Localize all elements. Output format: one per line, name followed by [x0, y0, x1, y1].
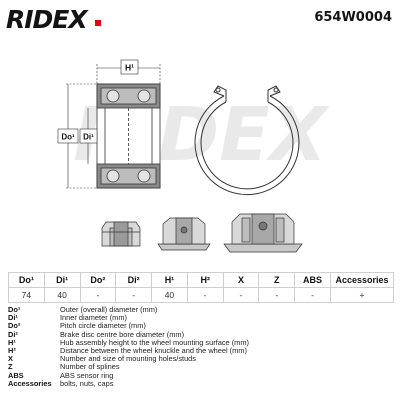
- legend-code: H²: [8, 346, 16, 356]
- legend-item: H¹ Hub assembly height to the wheel mount…: [8, 337, 388, 347]
- value-z: -: [258, 287, 296, 303]
- legend-item: Do² Pitch circle diameter (mm): [8, 322, 388, 330]
- legend-code: Di²: [8, 329, 18, 339]
- legend-code: Di¹: [8, 313, 18, 323]
- header-x: X: [222, 272, 260, 288]
- legend-code: X: [8, 354, 13, 364]
- value-x: -: [222, 287, 260, 303]
- legend-desc: Outer (overall) diameter (mm): [60, 305, 158, 314]
- header-do1: Do¹: [8, 272, 45, 288]
- brand-logo: RIDEX: [6, 5, 102, 34]
- outer-diameter-label-box: [57, 128, 79, 144]
- header-h1: H¹: [151, 272, 188, 288]
- part-number: 654W0004: [314, 10, 392, 25]
- legend-item: X Number and size of mounting holes/studs: [8, 355, 388, 363]
- legend-item: Di¹ Inner diameter (mm): [8, 313, 388, 323]
- inner-diameter-label-box: [79, 128, 98, 144]
- brand-name: RIDEX: [6, 5, 88, 34]
- value-do2: -: [79, 287, 117, 303]
- nut-flanged-medium: [157, 217, 211, 251]
- header-do2: Do²: [79, 272, 117, 288]
- legend-desc: Number and size of mounting holes/studs: [60, 354, 196, 364]
- legend-desc: Inner diameter (mm): [60, 313, 127, 323]
- value-do1: 74: [8, 287, 45, 303]
- legend-desc: Hub assembly height to the wheel mountin…: [60, 337, 249, 347]
- specs-table: Do¹ Di¹ Do² Di² H¹ H² X Z ABS Accessorie…: [8, 272, 394, 303]
- legend-code: Do²: [8, 321, 21, 331]
- legend: Do¹ Outer (overall) diameter (mm) Di¹ Inne…: [8, 305, 388, 388]
- specs-value-row: 74 40 - - 40 - - - - +: [8, 287, 394, 303]
- legend-item: Z Number of splines: [8, 363, 388, 371]
- header-di1: Di¹: [43, 272, 81, 288]
- header-abs: ABS: [294, 272, 331, 288]
- inner-diameter-label: Di¹: [83, 133, 94, 142]
- header-di2: Di²: [115, 272, 153, 288]
- legend-desc: Brake disc centre bore diameter (mm): [60, 329, 185, 339]
- value-di2: -: [115, 287, 153, 303]
- legend-code: Accessories: [8, 378, 52, 388]
- outer-diameter-label: Do¹: [61, 133, 75, 142]
- legend-code: Do¹: [8, 305, 21, 314]
- legend-code: ABS: [8, 370, 24, 380]
- legend-desc: Distance between the wheel knuckle and t…: [60, 346, 247, 356]
- bearing-cross-section: [96, 83, 161, 189]
- value-h2: -: [186, 287, 224, 303]
- height-label-box: [120, 59, 139, 75]
- brand-accent-mark: [95, 20, 102, 26]
- legend-code: Z: [8, 362, 13, 372]
- value-h1: 40: [151, 287, 188, 303]
- legend-item: Do¹ Outer (overall) diameter (mm): [8, 305, 388, 314]
- legend-item: ABS ABS sensor ring: [8, 370, 388, 380]
- header-z: Z: [258, 272, 296, 288]
- technical-drawing: RIDEX H¹ Do¹ Di¹: [57, 59, 331, 253]
- legend-item: Accessories bolts, nuts, caps: [8, 378, 388, 388]
- header: RIDEX 654W0004: [0, 0, 400, 40]
- nut-flanged-large: [223, 213, 303, 253]
- legend-item: Di² Brake disc centre bore diameter (mm): [8, 329, 388, 339]
- legend-desc: ABS sensor ring: [60, 370, 114, 380]
- circlip-ring: [194, 85, 300, 196]
- legend-desc: bolts, nuts, caps: [60, 378, 114, 388]
- legend-code: H¹: [8, 337, 16, 347]
- height-label: H¹: [125, 63, 134, 73]
- nut-small: [101, 221, 141, 247]
- specs-header-row: Do¹ Di¹ Do² Di² H¹ H² X Z ABS Accessorie…: [8, 272, 394, 288]
- header-accessories: Accessories: [330, 272, 394, 288]
- legend-desc: Pitch circle diameter (mm): [60, 321, 146, 331]
- value-di1: 40: [43, 287, 81, 303]
- value-abs: -: [294, 287, 331, 303]
- legend-desc: Number of splines: [60, 362, 120, 372]
- value-accessories: +: [330, 287, 394, 303]
- legend-item: H² Distance between the wheel knuckle and…: [8, 346, 388, 356]
- header-h2: H²: [186, 272, 224, 288]
